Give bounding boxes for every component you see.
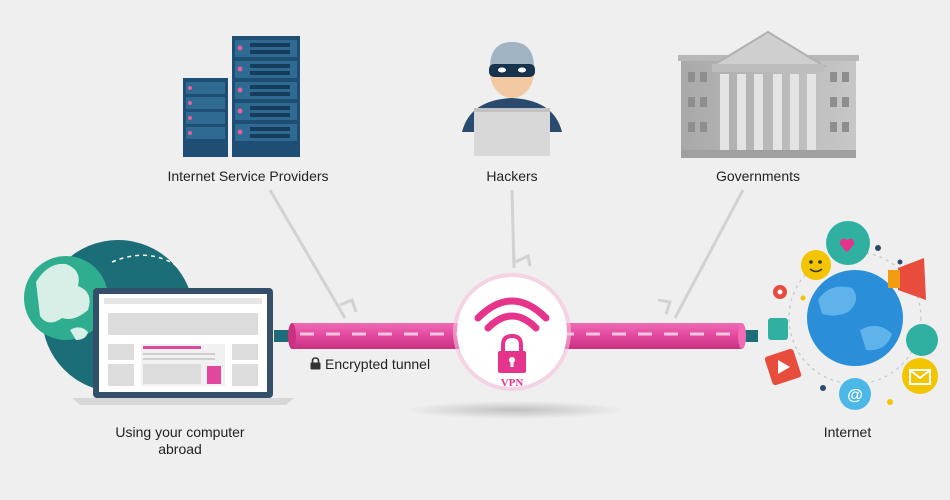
isp-arrow (268, 189, 358, 319)
computer-label-line1: Using your computer (115, 424, 245, 440)
computer-label: Using your computer abroad (95, 424, 265, 458)
isp-label: Internet Service Providers (167, 168, 329, 184)
vpn-wifi-lock-icon (453, 273, 571, 391)
government-building-icon (678, 30, 859, 158)
svg-text:@: @ (847, 387, 863, 404)
computer-label-line2: abroad (158, 441, 202, 457)
internet-label: Internet (823, 424, 872, 440)
tunnel-label: Encrypted tunnel (325, 355, 431, 372)
hackers-label: Hackers (486, 168, 538, 184)
vpn-label: VPN (501, 377, 524, 389)
padlock-icon (310, 357, 321, 370)
server-rack-icon (183, 36, 300, 157)
hacker-icon (462, 42, 562, 156)
governments-label: Governments (715, 168, 801, 184)
tunnel-label-group: Encrypted tunnel (310, 355, 430, 372)
laptop-icon (72, 288, 294, 405)
internet-globe-icon: @ (764, 221, 938, 410)
hackers-arrow (510, 189, 532, 269)
governments-arrow (657, 189, 745, 319)
